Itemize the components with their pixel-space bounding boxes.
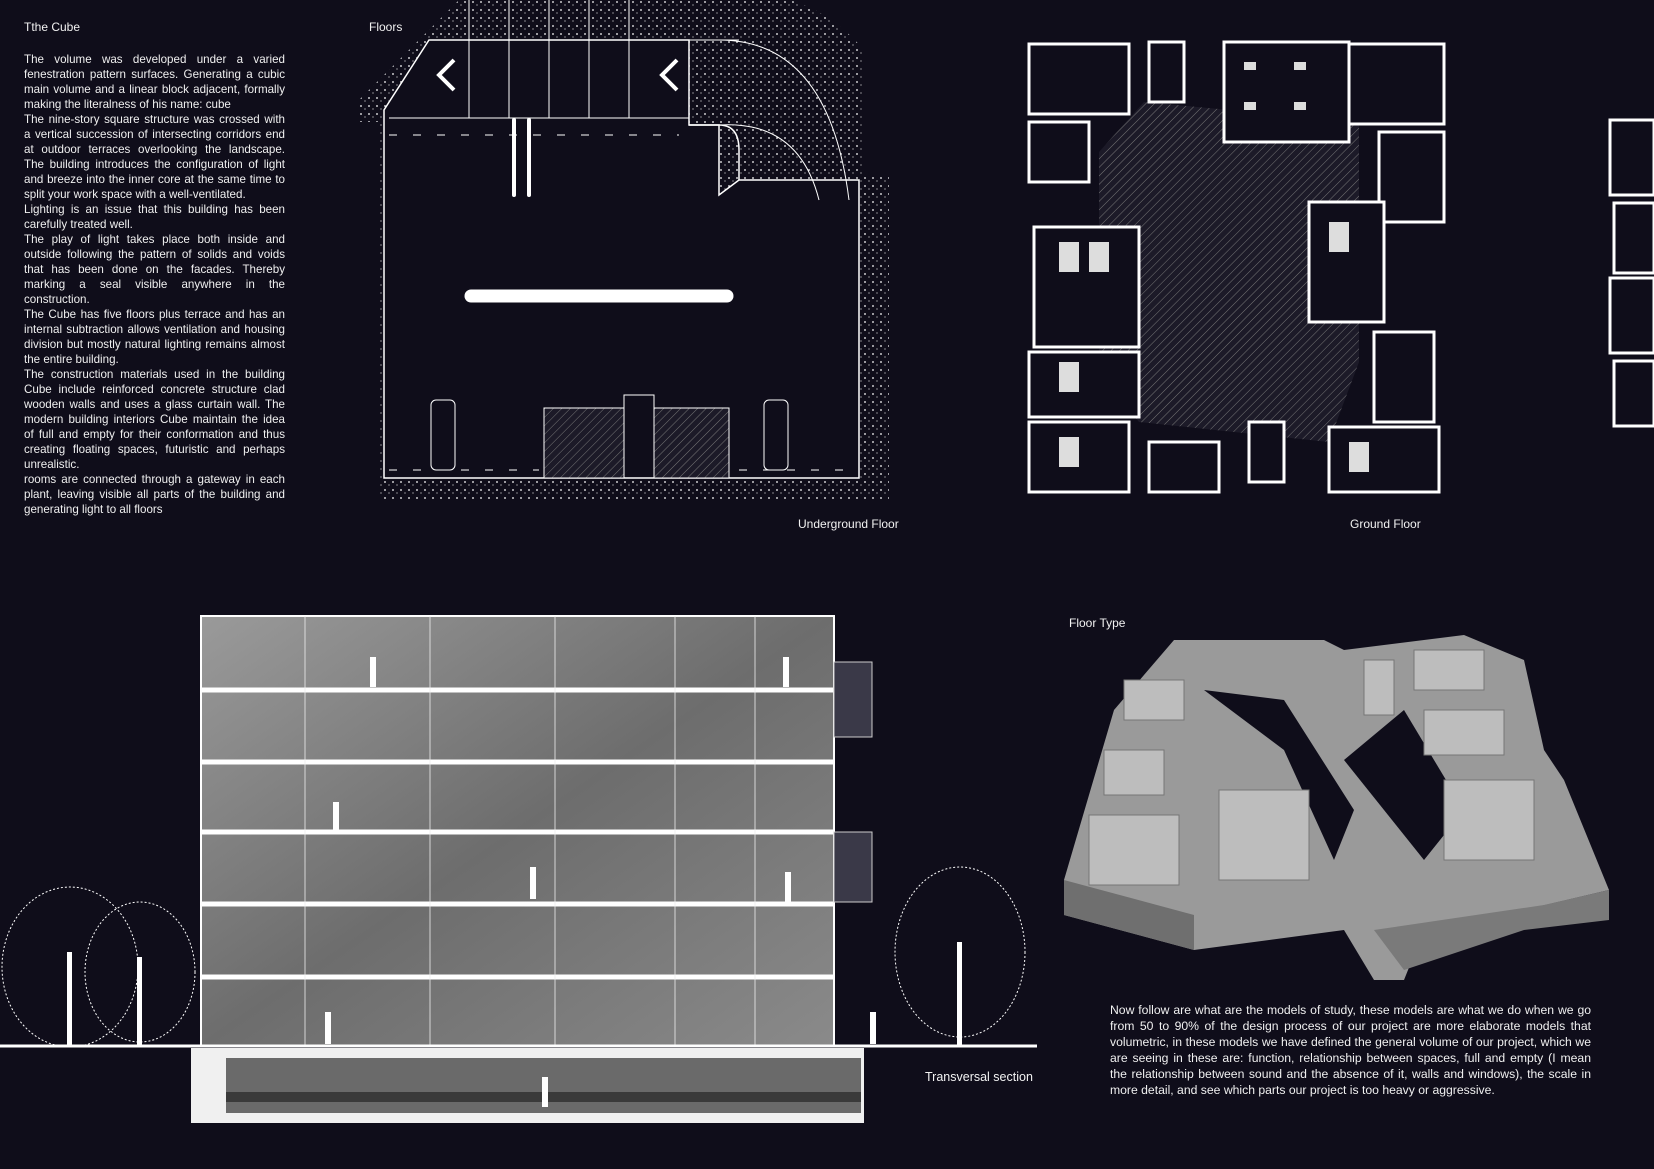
intro-paragraph: rooms are connected through a gateway in…: [24, 473, 285, 516]
partial-floor-plan: [1608, 118, 1654, 428]
intro-paragraph: Lighting is an issue that this building …: [24, 203, 285, 231]
section-label: Transversal section: [925, 1070, 1033, 1084]
floor-type-heading: Floor Type: [1069, 616, 1126, 630]
ground-floor-label: Ground Floor: [1350, 517, 1421, 531]
car-icon: [763, 399, 789, 471]
intro-paragraph: The construction materials used in the b…: [24, 368, 285, 471]
models-description: Now follow are what are the models of st…: [1110, 1003, 1591, 1097]
underground-floor-plan: [359, 0, 889, 500]
floors-heading: Floors: [369, 20, 403, 34]
intro-paragraph: The play of light takes place both insid…: [24, 233, 285, 306]
underground-floor-label: Underground Floor: [798, 517, 899, 531]
tree-icon: [1, 886, 196, 1048]
transversal-section: [0, 615, 1037, 1123]
arrow-chevron-icon: [659, 58, 679, 92]
ground-floor-plan: [1027, 40, 1446, 494]
arrow-chevron-icon: [436, 58, 456, 92]
floor-type-model: [1064, 635, 1609, 980]
intro-paragraph: The nine-story square structure was cros…: [24, 113, 285, 201]
person-icon: [325, 657, 876, 1107]
tree-icon: [894, 866, 1026, 1047]
intro-paragraph: The volume was developed under a varied …: [24, 53, 285, 111]
intro-paragraph: The Cube has five floors plus terrace an…: [24, 308, 285, 366]
intro-text: The volume was developed under a varied …: [24, 52, 285, 517]
intro-title: Tthe Cube: [24, 20, 81, 34]
